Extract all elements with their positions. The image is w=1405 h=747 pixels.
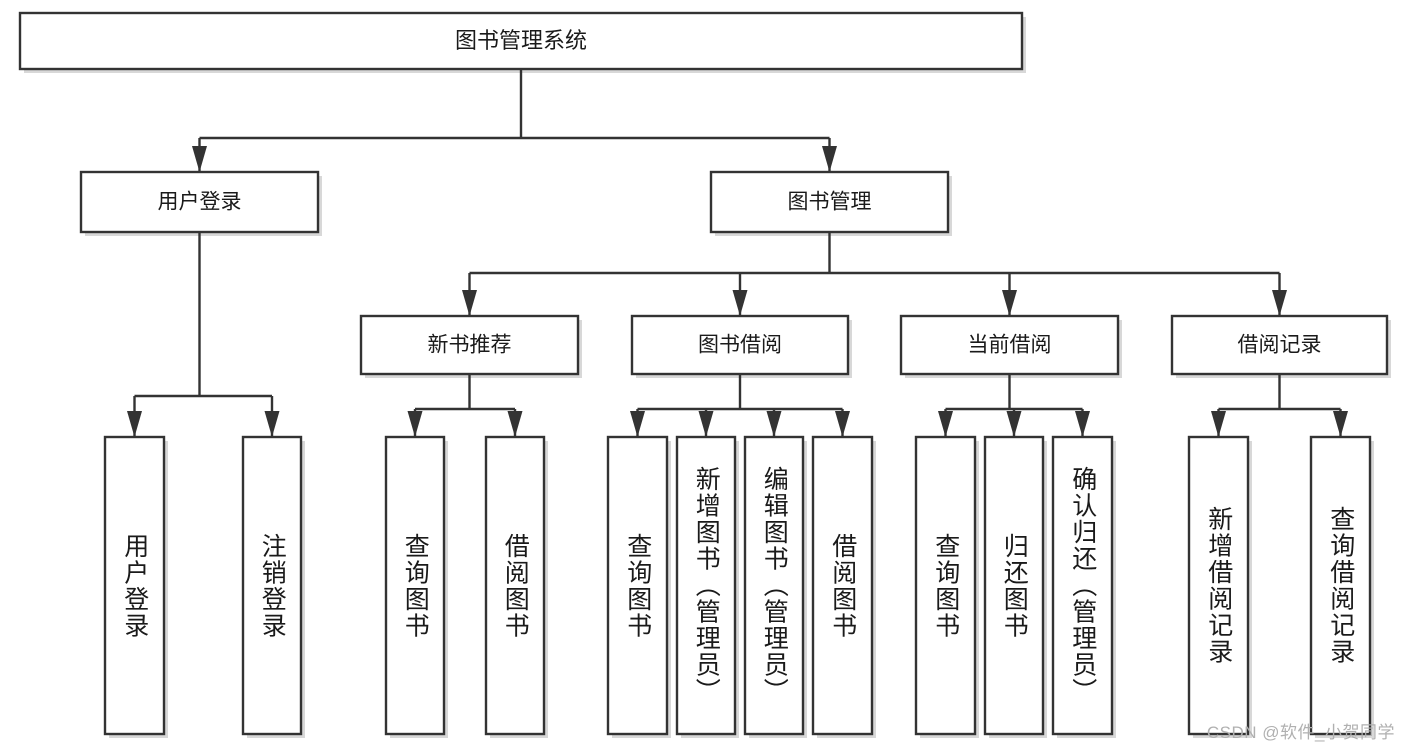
arrow-head-icon [462,290,477,316]
arrow-head-icon [835,411,850,437]
node-leaf-8[interactable] [914,435,977,736]
node-level3-label-1: 图书借阅 [698,334,782,357]
node-level2-0[interactable] [79,170,320,234]
arrow-head-icon [1075,411,1090,437]
arrow-head-icon [766,411,782,437]
arrow-head-icon [1002,290,1017,316]
node-leaf-12[interactable] [1309,435,1372,736]
node-level3-label-2: 当前借阅 [968,334,1052,357]
node-leaf-5[interactable] [675,435,737,736]
arrow-head-icon [507,411,523,437]
node-leaf-6[interactable] [743,435,805,736]
arrow-head-icon [732,290,748,316]
arrow-head-icon [192,146,207,172]
node-level3-label-0: 新书推荐 [428,334,512,357]
node-leaf-2[interactable] [384,435,446,736]
arrow-head-icon [822,146,837,172]
arrow-head-icon [1006,411,1022,437]
node-leaf-9[interactable] [983,435,1045,736]
arrow-head-icon [1272,290,1287,316]
arrow-head-icon [127,411,142,437]
node-level3-3[interactable] [1170,314,1389,376]
node-level2-label-1: 图书管理 [788,191,872,214]
node-root-label: 图书管理系统 [455,28,587,53]
node-level3-2[interactable] [899,314,1120,376]
box-layer [18,11,1389,736]
node-leaf-7[interactable] [811,435,874,736]
arrow-head-icon [698,411,714,437]
node-leaf-0[interactable] [103,435,166,736]
node-level3-0[interactable] [359,314,580,376]
csdn-watermark: CSDN @软件_小贺同学 [1206,723,1395,742]
arrow-head-icon [1211,411,1226,437]
node-leaf-1[interactable] [241,435,303,736]
node-level2-1[interactable] [709,170,950,234]
node-leaf-10[interactable] [1051,435,1114,736]
node-leaf-4[interactable] [606,435,669,736]
arrow-head-icon [938,411,953,437]
node-root[interactable] [18,11,1024,71]
connector-layer [127,69,1348,437]
node-level2-label-0: 用户登录 [158,191,242,214]
arrow-head-icon [407,411,423,437]
node-level3-label-3: 借阅记录 [1238,334,1322,357]
arrow-head-icon [630,411,645,437]
arrow-head-icon [264,411,280,437]
node-leaf-3[interactable] [484,435,546,736]
node-leaf-11[interactable] [1187,435,1250,736]
arrow-head-icon [1333,411,1348,437]
node-level3-1[interactable] [630,314,850,376]
